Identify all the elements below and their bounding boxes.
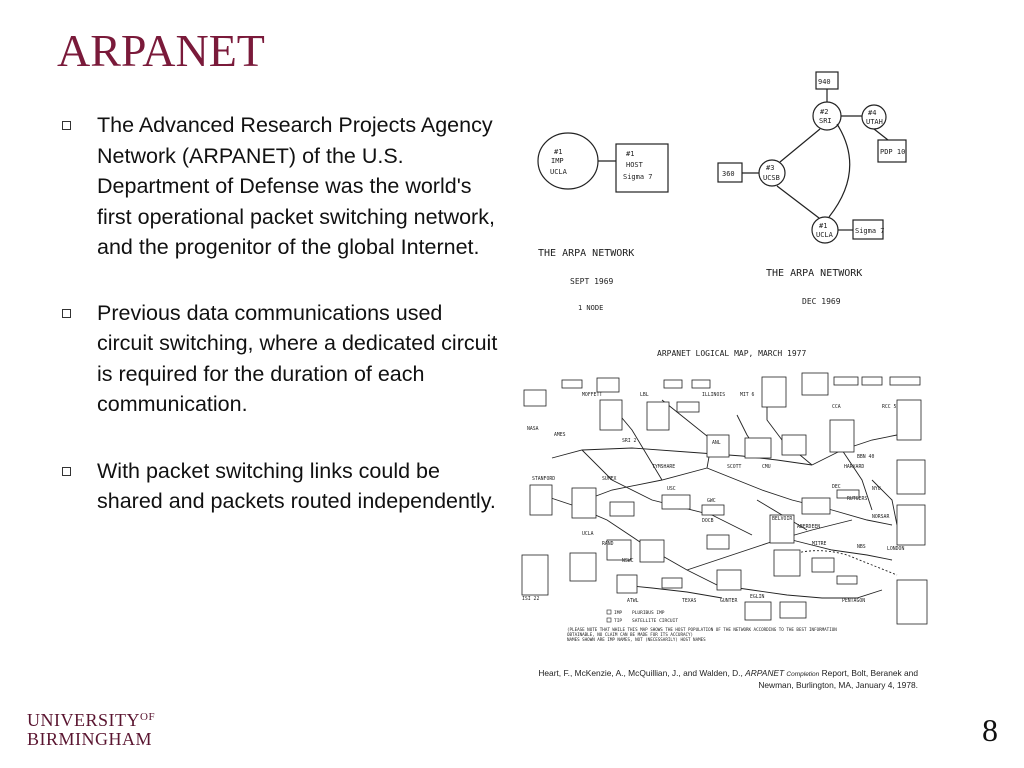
university-logo: UNIVERSITYOF BIRMINGHAM bbox=[27, 708, 155, 749]
svg-text:AMES: AMES bbox=[554, 432, 566, 438]
svg-text:SRI: SRI bbox=[819, 117, 832, 125]
arpanet-1977-logical-map: ARPANET LOGICAL MAP, MARCH 1977 bbox=[521, 349, 928, 642]
square-bullet-icon bbox=[62, 466, 71, 476]
svg-text:Sigma 7: Sigma 7 bbox=[623, 173, 653, 181]
map-note2: NAMES SHOWN ARE IMP NAMES, NOT (NECESSAR… bbox=[567, 637, 706, 642]
svg-text:UCLA: UCLA bbox=[550, 168, 568, 176]
square-bullet-icon bbox=[62, 308, 71, 318]
node-pdp10-label: PDP 10 bbox=[880, 148, 905, 156]
svg-text:LBL: LBL bbox=[640, 392, 649, 398]
svg-text:USC: USC bbox=[667, 486, 676, 492]
sept-caption-line1: THE ARPA NETWORK bbox=[538, 248, 634, 259]
node-360-label: 360 bbox=[722, 170, 735, 178]
svg-text:HARVARD: HARVARD bbox=[844, 464, 864, 470]
citation-publisher: Report, Bolt, Beranek and bbox=[819, 668, 918, 678]
bullet-list: The Advanced Research Projects Agency Ne… bbox=[60, 110, 500, 553]
svg-text:SCOTT: SCOTT bbox=[727, 464, 742, 470]
node-940-label: 940 bbox=[818, 78, 831, 86]
svg-text:TEXAS: TEXAS bbox=[682, 598, 697, 604]
svg-text:BBN 40: BBN 40 bbox=[857, 454, 874, 460]
dec-caption-line2: DEC 1969 bbox=[802, 297, 841, 306]
svg-text:STANFORD: STANFORD bbox=[532, 476, 555, 482]
svg-text:UCLA: UCLA bbox=[582, 531, 594, 537]
map-note: (PLEASE NOTE THAT WHILE THIS MAP SHOWS T… bbox=[567, 627, 837, 637]
dec-caption-line1: THE ARPA NETWORK bbox=[766, 268, 862, 279]
svg-text:CCA: CCA bbox=[832, 404, 841, 410]
svg-text:MIT 6: MIT 6 bbox=[740, 392, 755, 398]
citation: Heart, F., McKenzie, A., McQuillian, J.,… bbox=[500, 668, 918, 691]
citation-authors: Heart, F., McKenzie, A., McQuillian, J.,… bbox=[538, 668, 746, 678]
svg-text:CMU: CMU bbox=[762, 464, 771, 470]
bullet-item: The Advanced Research Projects Agency Ne… bbox=[60, 110, 500, 263]
square-bullet-icon bbox=[62, 121, 71, 130]
svg-text:IMP: IMP bbox=[551, 157, 564, 165]
logo-sup: OF bbox=[140, 711, 156, 723]
svg-text:PENTAGON: PENTAGON bbox=[842, 598, 865, 604]
map-title: ARPANET LOGICAL MAP, MARCH 1977 bbox=[657, 349, 806, 358]
svg-text:#3: #3 bbox=[766, 164, 774, 172]
bullet-text: With packet switching links could be sha… bbox=[97, 458, 496, 514]
logo-line2: BIRMINGHAM bbox=[27, 729, 153, 749]
bullet-text: The Advanced Research Projects Agency Ne… bbox=[97, 113, 495, 259]
svg-text:NASA: NASA bbox=[527, 426, 539, 432]
legend-pluribus: PLURIBUS IMP bbox=[632, 610, 665, 616]
svg-text:ATWL: ATWL bbox=[627, 598, 639, 604]
slide-title: ARPANET bbox=[57, 25, 265, 76]
citation-title: ARPANET bbox=[745, 668, 785, 678]
svg-text:TYMSHARE: TYMSHARE bbox=[652, 464, 675, 470]
bullet-item: Previous data communications used circui… bbox=[60, 298, 500, 420]
svg-text:ANL: ANL bbox=[712, 440, 721, 446]
svg-text:ISI 22: ISI 22 bbox=[522, 596, 539, 602]
svg-text:GWC: GWC bbox=[707, 498, 716, 504]
svg-text:SUMEX: SUMEX bbox=[602, 476, 617, 482]
svg-text:#2: #2 bbox=[820, 108, 828, 116]
svg-text:GUNTER: GUNTER bbox=[720, 598, 737, 604]
svg-text:UCLA: UCLA bbox=[816, 231, 834, 239]
svg-text:EGLIN: EGLIN bbox=[750, 594, 765, 600]
legend-satellite: SATELLITE CIRCUIT bbox=[632, 618, 678, 624]
svg-text:RCC 5: RCC 5 bbox=[882, 404, 897, 410]
svg-text:LONDON: LONDON bbox=[887, 546, 904, 552]
svg-text:DEC: DEC bbox=[832, 484, 841, 490]
svg-text:#4: #4 bbox=[868, 109, 876, 117]
page-number: 8 bbox=[982, 712, 998, 748]
svg-text:RAND: RAND bbox=[602, 541, 614, 547]
svg-text:ILLINOIS: ILLINOIS bbox=[702, 392, 725, 398]
legend-imp: IMP bbox=[614, 610, 622, 616]
svg-text:NORSAR: NORSAR bbox=[872, 514, 889, 520]
svg-text:MITRE: MITRE bbox=[812, 541, 827, 547]
svg-text:HOST: HOST bbox=[626, 161, 644, 169]
svg-text:DOCB: DOCB bbox=[702, 518, 714, 524]
node-sigma7-label: Sigma 7 bbox=[855, 227, 885, 235]
sept-caption-line3: 1 NODE bbox=[578, 304, 603, 312]
svg-text:MOFFETT: MOFFETT bbox=[582, 392, 602, 398]
sept-caption-line2: SEPT 1969 bbox=[570, 277, 614, 286]
svg-text:RUTGERS: RUTGERS bbox=[847, 496, 867, 502]
svg-text:NYU: NYU bbox=[872, 486, 881, 492]
svg-text:NBS: NBS bbox=[857, 544, 866, 550]
legend-tip: TIP bbox=[614, 618, 622, 624]
svg-text:BELVOIR: BELVOIR bbox=[772, 516, 792, 522]
svg-text:#1: #1 bbox=[554, 148, 562, 156]
svg-text:#1: #1 bbox=[626, 150, 634, 158]
bullet-item: With packet switching links could be sha… bbox=[60, 456, 500, 517]
svg-text:NSWC: NSWC bbox=[622, 558, 634, 564]
bullet-text: Previous data communications used circui… bbox=[97, 300, 498, 417]
svg-text:#1: #1 bbox=[819, 222, 827, 230]
citation-place-date: Newman, Burlington, MA, January 4, 1978. bbox=[758, 680, 918, 690]
logo-line1: UNIVERSITY bbox=[27, 710, 140, 730]
svg-text:SRI 2: SRI 2 bbox=[622, 438, 637, 444]
citation-title-small: Completion bbox=[786, 671, 820, 678]
svg-text:UCSB: UCSB bbox=[763, 174, 780, 182]
svg-text:UTAH: UTAH bbox=[866, 118, 883, 126]
svg-text:ABERDEEN: ABERDEEN bbox=[797, 524, 820, 530]
